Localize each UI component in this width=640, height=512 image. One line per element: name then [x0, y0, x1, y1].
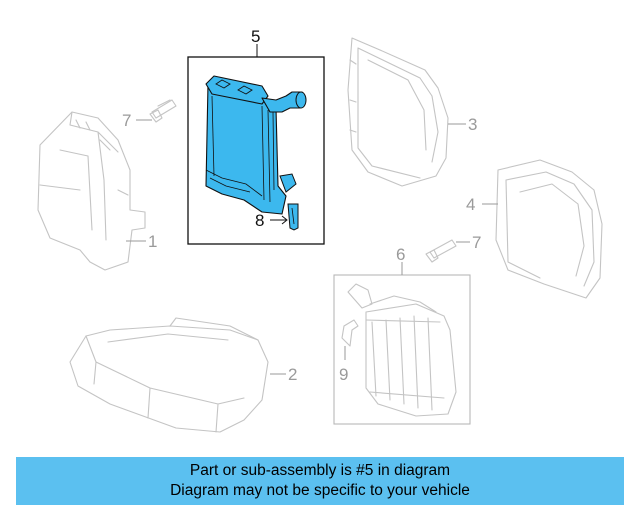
callout-7-upper: 7: [122, 111, 131, 130]
parts-diagram: 1 7 5 8 3: [37, 27, 603, 433]
part-4-shroud: [495, 159, 603, 299]
callout-1: 1: [148, 232, 157, 251]
callout-2: 2: [288, 365, 297, 384]
part-8-seal: [287, 203, 299, 231]
callout-8: 8: [255, 211, 264, 230]
callout-4: 4: [466, 195, 475, 214]
callout-3: 3: [468, 115, 477, 134]
part-3-shroud: [347, 37, 449, 187]
part-5-intercooler: [205, 75, 307, 215]
disclaimer-banner: Part or sub-assembly is #5 in diagram Di…: [16, 457, 624, 505]
part-1-air-duct: [37, 111, 146, 271]
banner-line-2: Diagram may not be specific to your vehi…: [170, 482, 470, 499]
callout-7-lower: 7: [472, 233, 481, 252]
callout-8-arrow: [281, 215, 288, 225]
callout-5: 5: [251, 27, 260, 46]
part-2-air-duct: [69, 317, 269, 433]
part-6-intercooler-assembly: [347, 283, 457, 417]
part-7-bolt-lower: [425, 239, 457, 263]
banner-line-1: Part or sub-assembly is #5 in diagram: [189, 462, 451, 479]
part-9-clip: [341, 319, 359, 347]
part-7-bolt-upper: [149, 99, 177, 123]
part-5-box: [187, 56, 325, 245]
callout-6: 6: [396, 245, 405, 264]
callout-9: 9: [339, 365, 348, 384]
